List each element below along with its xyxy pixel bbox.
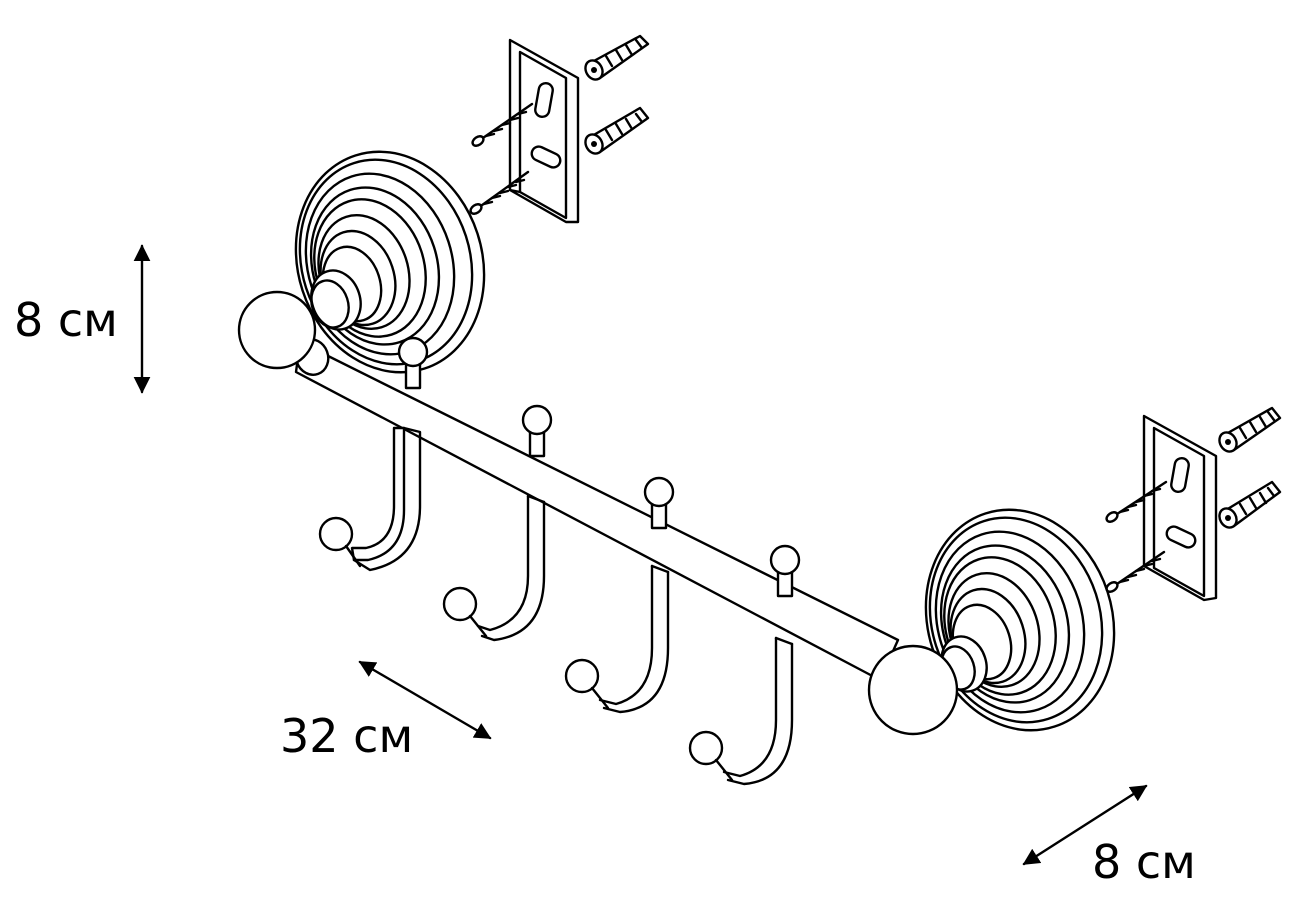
left-wall-bracket bbox=[508, 38, 580, 224]
length-arrow bbox=[358, 660, 492, 740]
right-wall-bracket bbox=[1142, 414, 1218, 602]
hook-1 bbox=[318, 336, 429, 572]
left-mounting-kit bbox=[469, 34, 650, 224]
depth-label: 8 см bbox=[1092, 835, 1196, 889]
left-screw-bottom bbox=[469, 170, 530, 215]
depth-dimension: 8 см bbox=[1022, 784, 1196, 889]
height-dimension: 8 см bbox=[14, 244, 151, 394]
left-dowel-top bbox=[584, 34, 650, 81]
left-end-ball bbox=[237, 290, 317, 370]
right-screw-bottom bbox=[1105, 550, 1166, 593]
right-dowel-bottom bbox=[1218, 480, 1282, 529]
hook-4 bbox=[688, 544, 801, 786]
depth-arrow bbox=[1022, 784, 1148, 866]
hook-2 bbox=[442, 404, 553, 642]
left-wall-rosette bbox=[294, 150, 486, 374]
length-dimension: 32 см bbox=[280, 660, 492, 763]
left-dowel-bottom bbox=[584, 106, 650, 155]
hook-3 bbox=[564, 476, 675, 714]
height-label: 8 см bbox=[14, 293, 118, 347]
left-screw-top bbox=[471, 102, 534, 147]
right-dowel-top bbox=[1218, 406, 1282, 453]
right-end-ball bbox=[867, 644, 959, 736]
right-screw-top bbox=[1105, 480, 1168, 523]
length-label: 32 см bbox=[280, 709, 413, 763]
rail-bar bbox=[294, 338, 900, 682]
right-mounting-kit bbox=[1105, 406, 1282, 602]
